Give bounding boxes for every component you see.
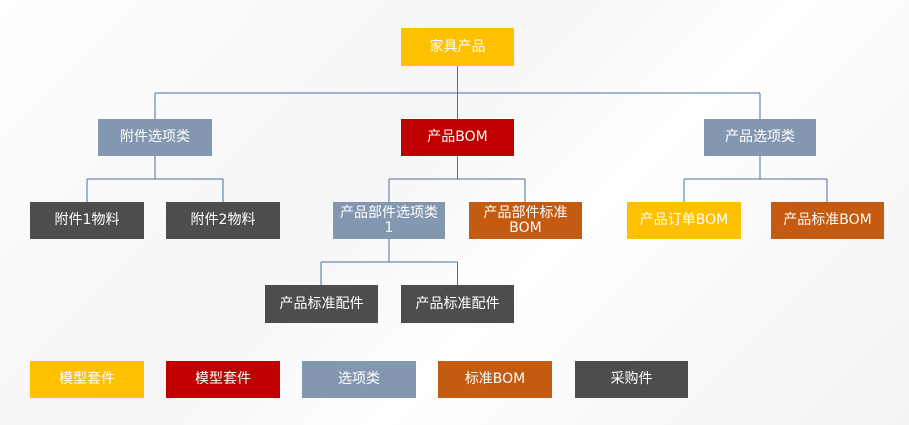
legend-purchased-part: 采购件 bbox=[575, 361, 688, 398]
legend-model-kit-yellow: 模型套件 bbox=[30, 361, 144, 398]
node-product-part-option-class: 产品部件选项类1 bbox=[333, 202, 445, 239]
legend-model-kit-red: 模型套件 bbox=[166, 361, 280, 398]
node-accessory-2-material: 附件2物料 bbox=[166, 202, 280, 239]
node-accessory-1-material: 附件1物料 bbox=[30, 202, 144, 239]
legend-standard-bom: 标准BOM bbox=[438, 361, 552, 398]
node-product-bom: 产品BOM bbox=[401, 119, 514, 156]
node-product-standard-part-b: 产品标准配件 bbox=[401, 285, 514, 323]
node-product-options: 产品选项类 bbox=[704, 119, 816, 156]
node-product-standard-bom: 产品标准BOM bbox=[771, 202, 884, 239]
node-product-part-standard-bom: 产品部件标准BOM bbox=[469, 202, 582, 239]
node-product-order-bom: 产品订单BOM bbox=[627, 202, 741, 239]
legend-option-class: 选项类 bbox=[302, 361, 416, 398]
node-product-standard-part-a: 产品标准配件 bbox=[265, 285, 378, 323]
node-furniture-product: 家具产品 bbox=[401, 28, 514, 66]
node-accessory-options: 附件选项类 bbox=[98, 119, 212, 156]
